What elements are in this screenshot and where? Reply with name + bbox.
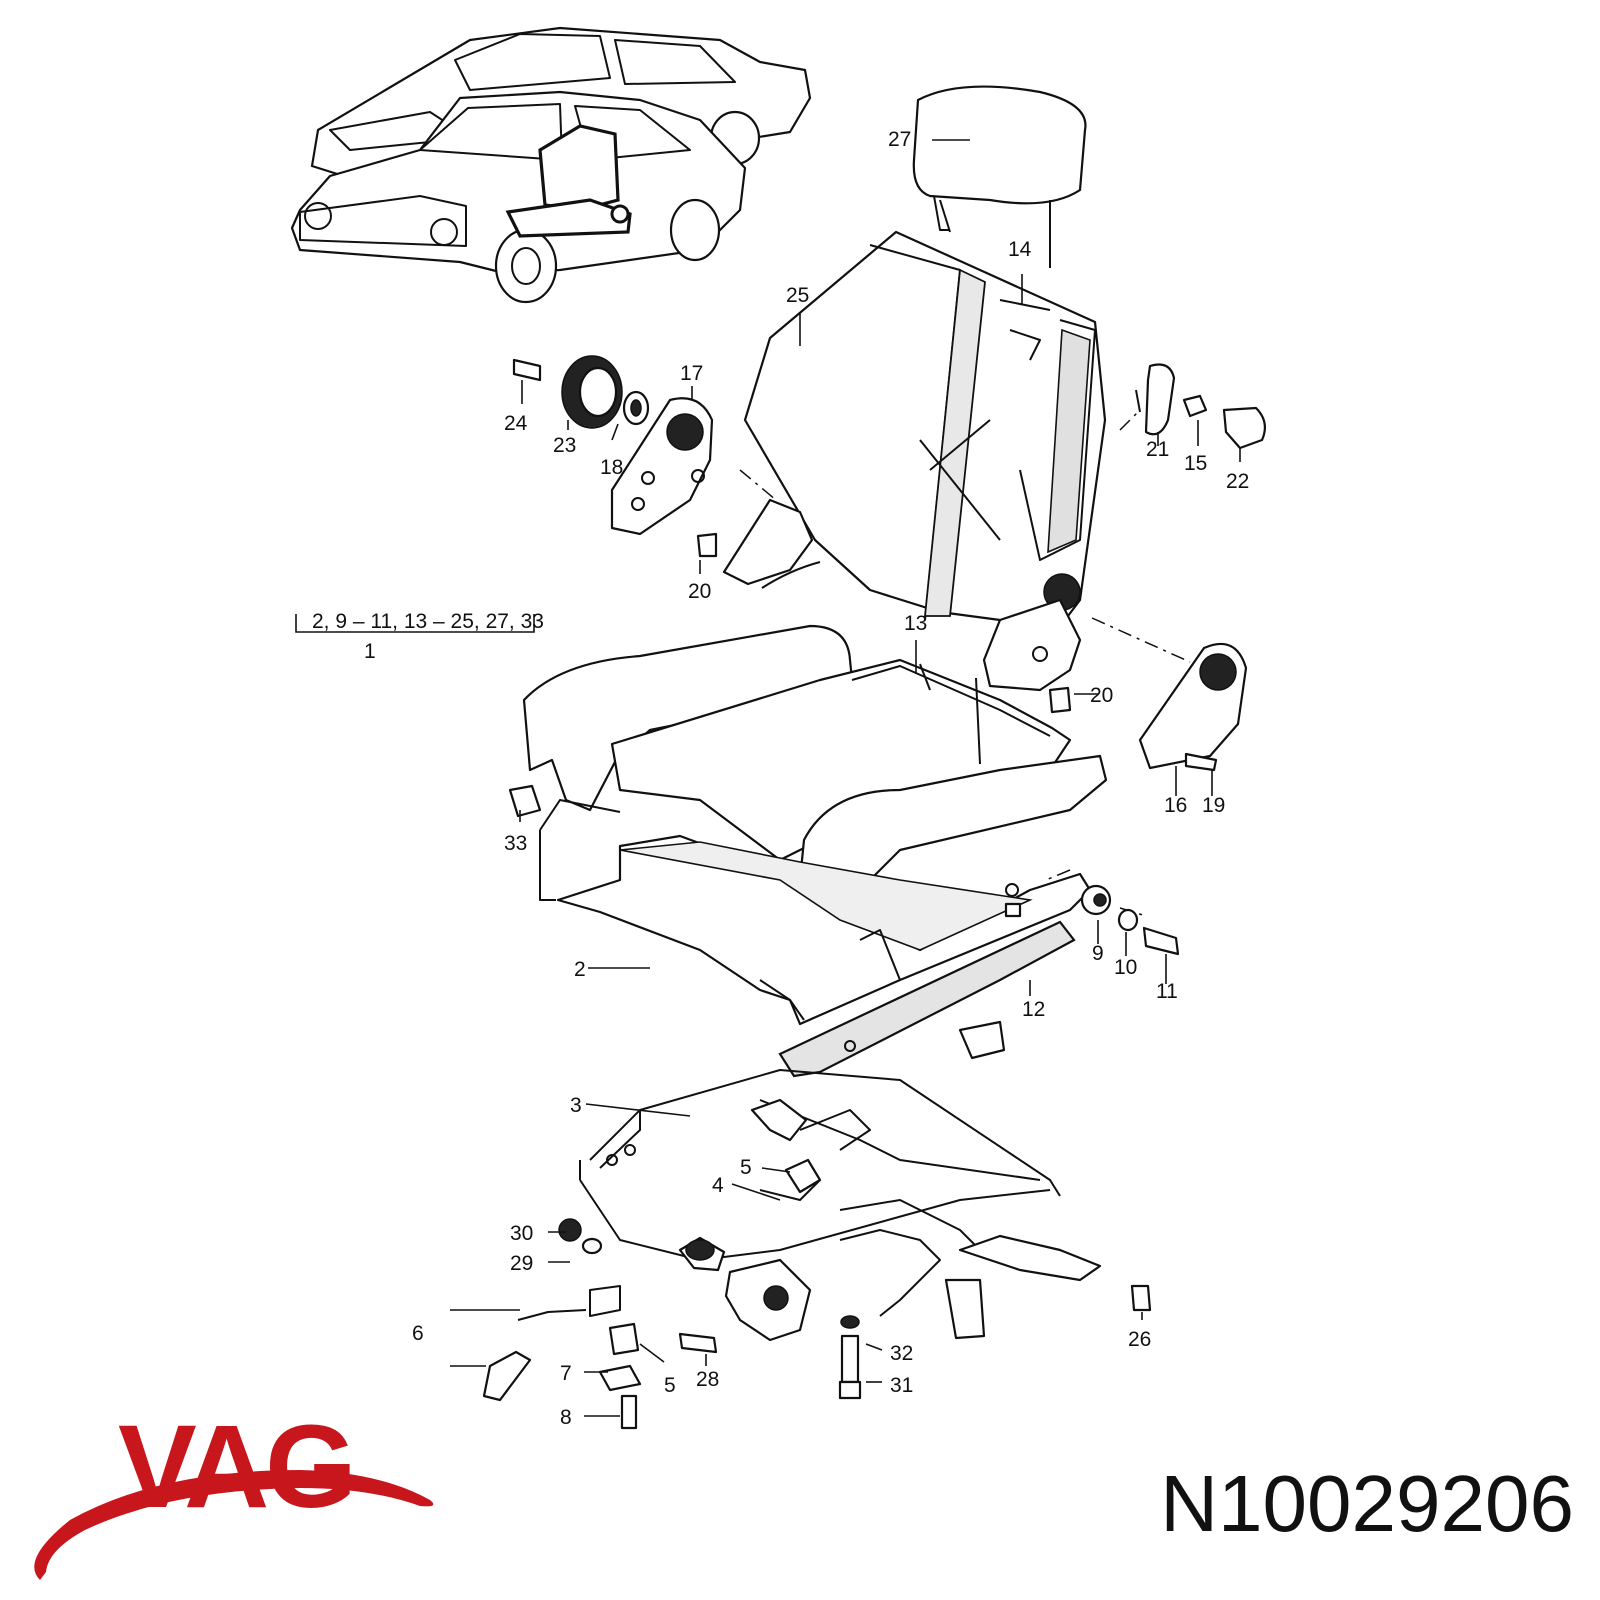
bracket-33 — [508, 784, 542, 818]
callout-14: 14 — [1008, 238, 1032, 261]
callout-4: 4 — [712, 1174, 724, 1197]
callout-10: 10 — [1114, 956, 1137, 979]
callout-5-upper: 5 — [740, 1156, 752, 1179]
release-lever-parts — [1135, 363, 1267, 450]
callout-labels: 27 14 25 17 24 23 18 21 15 22 20 13 20 1… — [312, 128, 1249, 1429]
callout-20-upper: 20 — [688, 580, 711, 603]
back-bracket — [722, 498, 814, 586]
callout-32: 32 — [890, 1342, 913, 1365]
callout-5-lower: 5 — [664, 1374, 676, 1397]
leader-lines — [295, 139, 1241, 1417]
callout-16: 16 — [1164, 794, 1187, 817]
callout-27: 27 — [888, 128, 911, 151]
vag-logo-swoosh-icon — [34, 1470, 434, 1580]
callout-9: 9 — [1092, 942, 1104, 965]
recline-knob-icon — [512, 355, 650, 429]
callout-25: 25 — [786, 284, 809, 307]
seat-rail-icon — [579, 1069, 1102, 1342]
callout-2: 2 — [574, 958, 586, 981]
callout-33: 33 — [504, 832, 527, 855]
callout-28: 28 — [696, 1368, 719, 1391]
seat-cushion-icon — [522, 624, 1108, 902]
callout-18: 18 — [600, 456, 623, 479]
callout-17: 17 — [680, 362, 703, 385]
callout-30: 30 — [510, 1222, 533, 1245]
callout-22: 22 — [1226, 470, 1249, 493]
callout-13: 13 — [904, 612, 927, 635]
vag-logo: VAG — [118, 1401, 357, 1533]
bolt-31-32 — [838, 1315, 862, 1400]
clip-20-lower — [1048, 686, 1072, 714]
part-number: N10029206 — [1160, 1459, 1574, 1548]
assembly-number-label: 1 — [364, 640, 376, 663]
assembly-parts-label: 2, 9 – 11, 13 – 25, 27, 33 — [312, 610, 544, 633]
callout-20-lower: 20 — [1090, 684, 1113, 707]
callout-8: 8 — [560, 1406, 572, 1429]
car-illustration-icon — [290, 26, 812, 304]
seat-adjust-handle-6 — [482, 1218, 718, 1430]
callout-21: 21 — [1146, 438, 1169, 461]
callout-11: 11 — [1156, 980, 1178, 1003]
callout-12: 12 — [1022, 998, 1045, 1021]
callout-29: 29 — [510, 1252, 533, 1275]
callout-31: 31 — [890, 1374, 913, 1397]
callout-3: 3 — [570, 1094, 582, 1117]
headrest-icon — [912, 85, 1087, 268]
clip-26 — [1130, 1284, 1152, 1312]
spring — [761, 561, 821, 589]
side-trim-12 — [778, 920, 1076, 1078]
callout-26: 26 — [1128, 1328, 1151, 1351]
callout-15: 15 — [1184, 452, 1207, 475]
side-cover-16 — [1138, 642, 1248, 772]
callout-24: 24 — [504, 412, 528, 435]
hinge-plate-17 — [610, 397, 714, 536]
seat-frame-icon — [539, 799, 1180, 1026]
callout-19: 19 — [1202, 794, 1225, 817]
callout-23: 23 — [553, 434, 576, 457]
callout-7: 7 — [560, 1362, 572, 1385]
seat-back-icon — [743, 230, 1107, 692]
clip-20-upper — [696, 532, 718, 558]
callout-6: 6 — [412, 1322, 424, 1345]
